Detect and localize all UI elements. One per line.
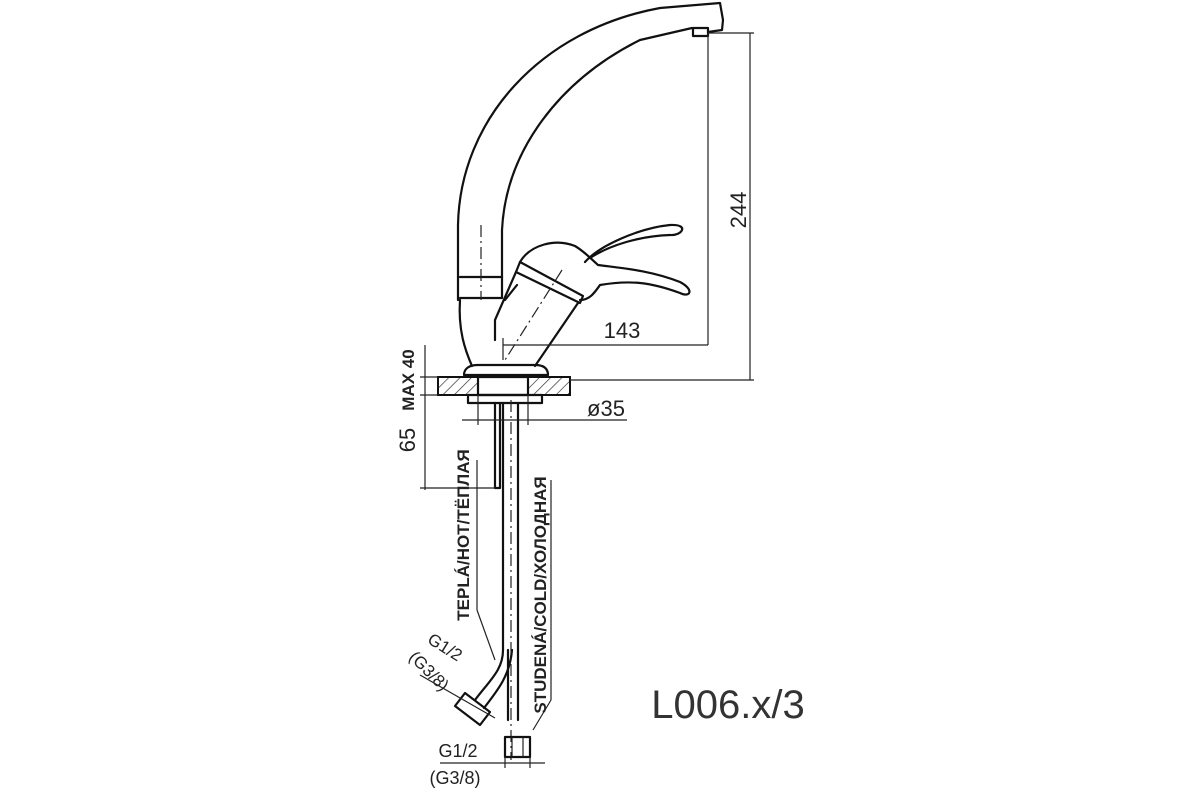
reach-dimension: 143 — [604, 318, 641, 343]
model-code: L006.x/3 — [651, 683, 804, 727]
dimension-lines — [419, 32, 754, 768]
faucet-body — [458, 223, 691, 377]
deck-thickness-dimension: MAX 40 — [399, 349, 418, 410]
spout — [456, 1, 725, 302]
cold-thread-alt-label: (G3/8) — [429, 768, 480, 788]
hole-diameter-dimension: ø35 — [587, 396, 625, 421]
shank-length-dimension: 65 — [395, 428, 420, 452]
cold-hose-label: STUDENÁ/COLD/ХОЛОДНАЯ — [531, 476, 550, 713]
deck-plate — [437, 375, 571, 405]
hoses — [453, 400, 532, 760]
hot-hose-label: TEPLÁ/HOT/TЁПЛАЯ — [454, 449, 473, 620]
cold-thread-label: G1/2 — [438, 741, 477, 761]
height-dimension: 244 — [726, 192, 751, 229]
